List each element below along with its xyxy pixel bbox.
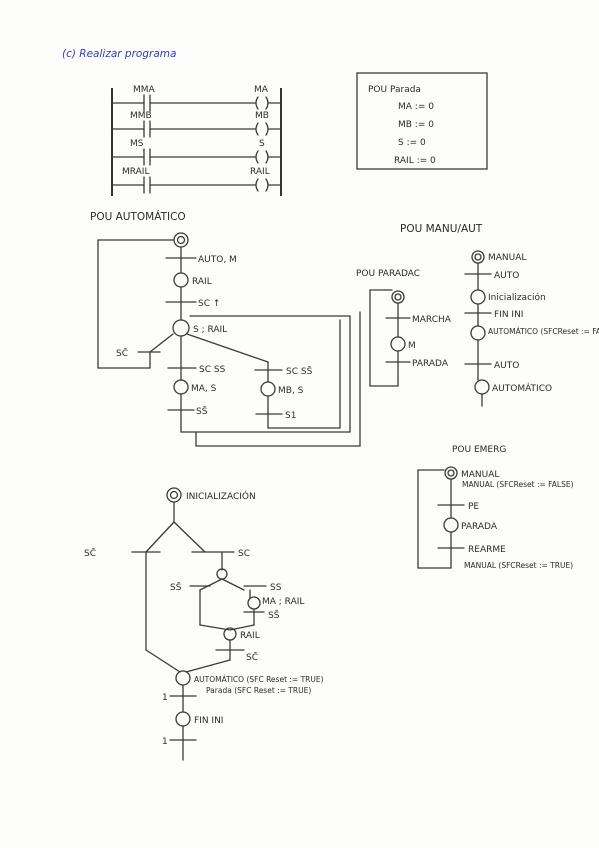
coil-label: MA: [254, 85, 269, 95]
transition-label: AUTO, M: [198, 255, 237, 265]
step-label: MA ; RAIL: [262, 597, 304, 607]
transition-label: PE: [468, 502, 479, 512]
contact-label: MMA: [133, 85, 156, 95]
transition-label: SC: [238, 549, 250, 559]
step-label: M: [408, 341, 416, 351]
ladder-diagram: MMA MMB MS MRAIL MA MB S RAIL: [111, 85, 282, 196]
action-label: MANUAL (SFCReset := TRUE): [464, 561, 573, 570]
contact-label: MMB: [130, 111, 152, 121]
transition-label: SC SS̄: [286, 365, 313, 377]
transition-label: 1: [162, 737, 168, 747]
transition-label: PARADA: [412, 359, 449, 369]
step-label: INICIALIZACIÓN: [186, 490, 256, 502]
transition-label: SS: [270, 583, 282, 593]
coil-label: MB: [255, 111, 269, 121]
step-label: MA, S: [191, 384, 217, 394]
step-label: MB, S: [278, 386, 304, 396]
coil-label: RAIL: [250, 167, 270, 177]
step-label: AUTOMÁTICO (SFCReset := FALSE) Parada (S…: [488, 327, 599, 336]
step-label: PARADA: [461, 522, 498, 532]
page-title: (c) Realizar programa: [62, 48, 176, 60]
transition-label: 1: [162, 693, 168, 703]
step-label: AUTOMÁTICO: [492, 382, 552, 394]
assignment-line: RAIL := 0: [394, 156, 436, 166]
transition-label: AUTO: [494, 271, 519, 281]
transition-label: SC̄: [246, 651, 258, 663]
section-title: POU AUTOMÁTICO: [90, 210, 186, 223]
pou-automatico: POU AUTOMÁTICO AUTO, M RAIL SC ↑ S ; RAI…: [90, 210, 361, 447]
inicializacion-grafcet: INICIALIZACIÓN SC̄ SC SS̄ SS MA ; RAIL S…: [84, 487, 324, 761]
step-label: RAIL: [192, 277, 212, 287]
transition-label: SC ↑: [198, 299, 220, 309]
step-label: FIN INI: [194, 716, 223, 726]
assignment-line: MA := 0: [398, 102, 434, 112]
transition-label: SS̄: [268, 609, 280, 621]
pou-paradac: POU PARADAC MARCHA M PARADA: [356, 269, 452, 387]
transition-label: SC̄: [116, 347, 128, 359]
transition-label: SC̄: [84, 547, 96, 559]
transition-label: AUTO: [494, 361, 519, 371]
step-label: MANUAL: [488, 253, 526, 263]
contact-label: MS: [130, 139, 144, 149]
section-title: POU PARADAC: [356, 269, 420, 279]
transition-label: SS̄: [196, 405, 208, 417]
transition-label: S1: [285, 411, 296, 421]
step-label: Inicialización: [488, 292, 546, 303]
transition-label: SS̄: [170, 581, 182, 593]
contact-label: MRAIL: [122, 167, 149, 177]
section-title: POU EMERG: [452, 445, 506, 455]
step-label: AUTOMÁTICO (SFC Reset := TRUE): [194, 675, 324, 684]
step-label: Parada (SFC Reset := TRUE): [206, 686, 311, 695]
pou-parada-box: POU Parada MA := 0 MB := 0 S := 0 RAIL :…: [356, 72, 488, 170]
assignment-line: MB := 0: [398, 120, 434, 130]
pou-manu-aut: POU MANU/AUT MANUAL AUTO Inicialización …: [400, 223, 599, 407]
step-label: MANUAL: [461, 470, 499, 480]
section-title: POU MANU/AUT: [400, 223, 483, 235]
pou-parada-title: POU Parada: [368, 85, 421, 95]
step-label: S ; RAIL: [193, 325, 227, 335]
coil-label: S: [259, 139, 265, 149]
transition-label: FIN INI: [494, 310, 523, 320]
transition-label: REARME: [468, 545, 506, 555]
pou-emerg: POU EMERG MANUAL MANUAL (SFCReset := FAL…: [417, 445, 574, 570]
action-label: MANUAL (SFCReset := FALSE): [462, 480, 574, 489]
transition-label: SC SS: [199, 365, 226, 375]
step-label: RAIL: [240, 631, 260, 641]
transition-label: MARCHA: [412, 315, 452, 325]
assignment-line: S := 0: [398, 138, 426, 148]
